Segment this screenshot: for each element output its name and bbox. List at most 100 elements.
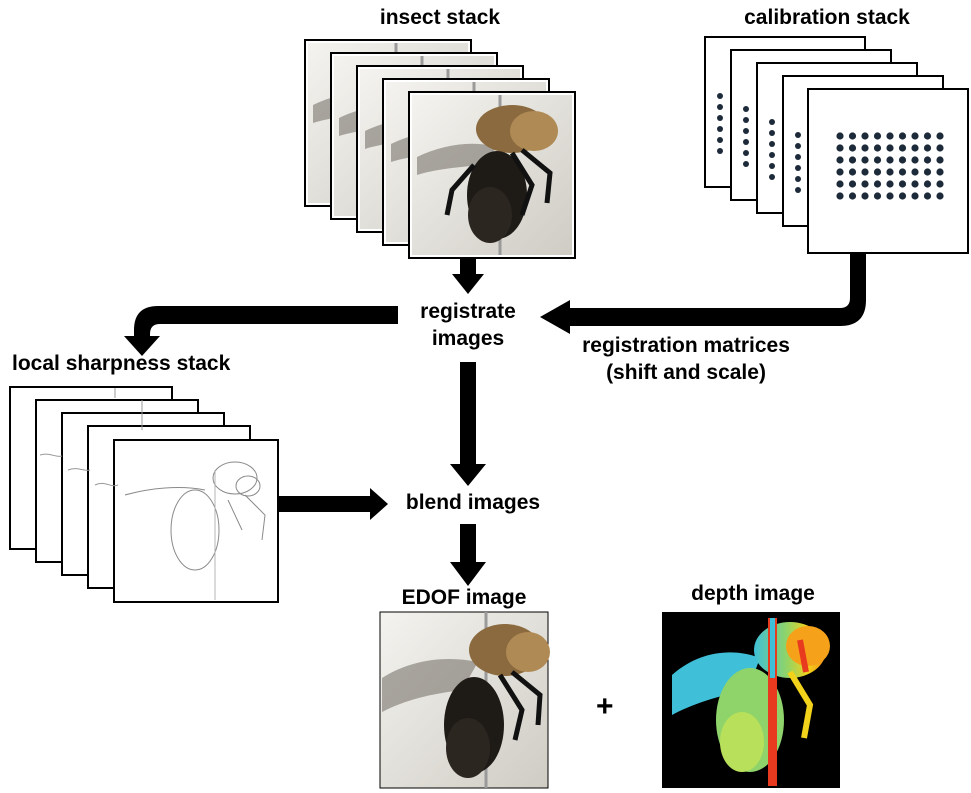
calibration-dot [861,132,869,140]
edof-image [379,611,550,789]
calibration-dot [886,132,894,140]
calibration-dot [911,192,919,200]
calibration-dot [743,139,749,145]
calibration-dot [861,180,869,188]
calibration-dot [936,180,944,188]
calibration-dot [886,144,894,152]
calibration-stack [704,36,969,254]
calibration-dot [795,187,801,193]
calibration-stack-title: calibration stack [744,6,910,29]
arrow-registrate-to-sharpness [124,306,398,356]
calibration-dot [873,168,882,176]
calibration-dot [923,192,932,200]
insect-stack-card-5 [408,91,576,259]
calibration-dot [848,192,857,200]
calibration-dot [848,144,857,152]
calibration-dot [717,148,723,154]
calibration-dot [836,180,844,188]
calibration-dot [861,168,869,176]
calibration-dot [898,192,907,200]
calibration-dot [836,144,844,152]
plus-sign: + [596,690,614,723]
calibration-dot [936,156,944,164]
calibration-dot [848,180,857,188]
calibration-dot [898,144,907,152]
calibration-dot [743,128,749,134]
calibration-dot [923,156,932,164]
calibration-dot [769,119,775,125]
calibration-dot [795,132,801,138]
insect-stack-title: insect stack [379,6,501,29]
calibration-dot [923,132,932,140]
calibration-dot [873,132,882,140]
calibration-dot [848,132,857,140]
calibration-dot [886,168,894,176]
registration-matrices-label: registration matrices (shift and scale) [582,334,790,384]
calibration-dot-grid [717,93,944,200]
calibration-dot [898,168,907,176]
calibration-dot [743,117,749,123]
calibration-dot [795,154,801,160]
calibration-dot [861,192,869,200]
calibration-dot [873,180,882,188]
calibration-dot [848,168,857,176]
edof-image-title: EDOF image [401,586,527,609]
calibration-dot [795,176,801,182]
calibration-dot [848,156,857,164]
calibration-dot [717,104,723,110]
calibration-dot [717,126,723,132]
calibration-dot [769,152,775,158]
calibration-dot [743,106,749,112]
calibration-dot [911,156,919,164]
sharpness-edge-sketch [124,461,266,600]
calibration-dot [795,165,801,171]
arrow-sharpness-to-blend [278,488,388,520]
calibration-dot [717,93,723,99]
calibration-dot [911,144,919,152]
sharpness-back-marks [39,388,143,487]
calibration-dot [898,156,907,164]
calibration-dot [936,132,944,140]
calibration-dot [911,168,919,176]
calibration-dot [911,132,919,140]
calibration-dot [743,161,749,167]
sharpness-stack [9,386,279,603]
calibration-dot [861,144,869,152]
arrow-blend-to-edof [450,524,486,586]
calibration-dot [936,144,944,152]
calibration-dot [769,130,775,136]
calibration-dot [898,180,907,188]
calibration-dot [861,156,869,164]
calibration-dot [769,141,775,147]
calibration-dot [873,144,882,152]
depth-image-title: depth image [691,582,815,605]
calibration-dot [769,174,775,180]
calibration-dot [936,192,944,200]
calibration-dot [717,115,723,121]
arrow-insect-to-registrate [452,258,484,294]
calibration-dot [873,156,882,164]
calibration-dot [898,132,907,140]
calibration-dot [743,150,749,156]
calibration-dot [717,137,723,143]
blend-images-label: blend images [405,491,541,514]
calibration-dot [836,192,844,200]
local-sharpness-stack-title: local sharpness stack [12,352,231,375]
calibration-dot [911,180,919,188]
calibration-dot [769,163,775,169]
arrow-registrate-to-blend [450,362,486,486]
calibration-dot [923,144,932,152]
calibration-dot [795,143,801,149]
calibration-dot [886,192,894,200]
arrow-calibration-to-registrate [540,253,866,334]
sharpness-stack-card-5 [113,439,279,603]
arrows [124,253,866,586]
calibration-dot [836,156,844,164]
calibration-dot [886,180,894,188]
calibration-dot [923,180,932,188]
calibration-dot [923,168,932,176]
depth-image [662,612,840,788]
calibration-dot [886,156,894,164]
calibration-dot [836,168,844,176]
